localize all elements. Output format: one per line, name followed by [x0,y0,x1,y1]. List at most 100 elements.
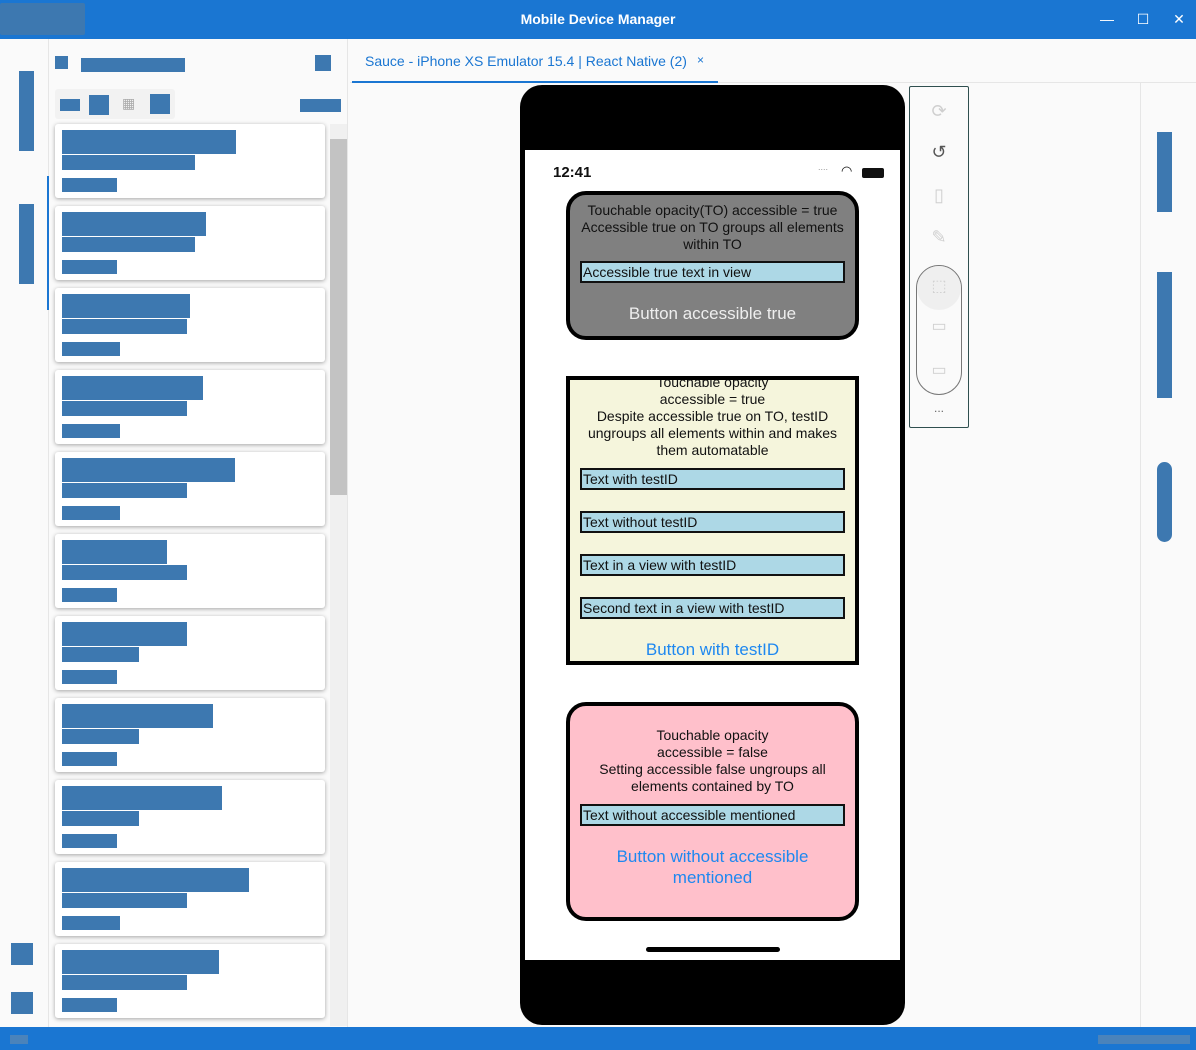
box3-line: accessible = false [657,744,768,760]
device-card[interactable] [55,206,325,280]
card-title [62,868,249,892]
grid-view-icon[interactable]: ▦ [122,95,136,111]
right-divider [1140,83,1141,1027]
edit-icon[interactable]: ✎ [931,227,947,247]
text-without-accessible[interactable]: Text without accessible mentioned [580,804,845,826]
device-card[interactable] [55,616,325,690]
select-element-icon[interactable]: ⬚ [931,278,947,295]
to-accessible-true[interactable]: Touchable opacity(TO) accessible = true … [566,191,859,340]
battery-icon [862,168,884,178]
button-without-accessible[interactable]: Button without accessible mentioned [616,847,809,887]
card-meta [62,670,117,684]
close-button[interactable]: ✕ [1173,11,1185,27]
device-card[interactable] [55,124,325,198]
add-screenshot-icon[interactable]: ▭ [931,362,947,379]
card-meta [62,506,120,520]
tab-bar: Sauce - iPhone XS Emulator 15.4 | React … [350,39,1196,83]
to-with-testid[interactable]: Touchable opacity accessible = true Desp… [566,376,859,665]
device-card[interactable] [55,780,325,854]
second-text-in-view[interactable]: Second text in a view with testID [580,597,845,619]
card-title [62,540,167,564]
redacted-logo [0,3,85,35]
card-meta [62,588,117,602]
left-rail [0,39,49,1027]
rail-active-indicator [47,176,49,310]
rail-item[interactable] [11,943,33,965]
device-card[interactable] [55,862,325,936]
box2-line: Despite accessible true on TO, testID un… [587,408,838,458]
text-in-view-with-testid[interactable]: Text in a view with testID [580,554,845,576]
status-bar [0,1027,1196,1050]
tab-device-session[interactable]: Sauce - iPhone XS Emulator 15.4 | React … [352,39,718,83]
card-subtitle [62,319,187,334]
device-card[interactable] [55,534,325,608]
more-icon[interactable]: ... [933,401,944,415]
to-accessible-false[interactable]: Touchable opacity accessible = false Set… [566,702,859,921]
device-card[interactable] [55,288,325,362]
maximize-button[interactable]: ☐ [1136,11,1150,27]
other-view-button[interactable] [150,94,170,114]
home-indicator [646,947,780,952]
device-card[interactable] [55,370,325,444]
right-panel-item[interactable] [1157,462,1172,542]
window-title: Mobile Device Manager [520,11,676,27]
card-subtitle [62,483,187,498]
sync-icon[interactable]: ⟳ [931,101,947,121]
button-accessible-true[interactable]: Button accessible true [628,304,797,323]
fit-screen-icon[interactable]: ▭ [931,318,947,335]
view-switcher: ▦ [55,89,175,119]
box3-line: Setting accessible false ungroups all el… [599,761,826,794]
box2-line: Touchable opacity [656,376,769,390]
tab-close-icon[interactable]: × [697,53,705,67]
card-title [62,950,219,974]
device-card[interactable] [55,698,325,772]
card-meta [62,752,117,766]
accessible-true-text: Accessible true text in view [580,261,845,283]
inspector-group: ⬚ ▭ ▭ [916,265,962,395]
device-screen[interactable]: 12:41 .... ◠ Touchable opacity(TO) acces… [525,150,900,960]
filter-button[interactable] [300,99,341,112]
rail-item[interactable] [19,71,34,151]
card-title [62,212,206,236]
minimize-button[interactable]: — [1100,11,1114,27]
text-without-testid[interactable]: Text without testID [580,511,845,533]
status-item [10,1035,28,1044]
box1-line: Accessible true on TO groups all element… [581,219,844,252]
device-orientation-icon[interactable]: ▯ [934,185,944,205]
scrollbar-thumb[interactable] [330,139,347,495]
tab-label: Sauce - iPhone XS Emulator 15.4 | React … [365,53,687,69]
card-subtitle [62,729,139,744]
card-view-button[interactable] [89,95,109,115]
button-with-testid[interactable]: Button with testID [645,640,780,659]
card-subtitle [62,401,187,416]
card-meta [62,260,117,274]
card-meta [62,998,117,1012]
card-subtitle [62,237,195,252]
panel-action[interactable] [315,55,331,71]
device-card[interactable] [55,944,325,1018]
rail-item[interactable] [11,992,33,1014]
box1-line: Touchable opacity(TO) accessible = true [587,202,838,218]
title-bar: Mobile Device Manager — ☐ ✕ [0,0,1196,39]
right-panel-item[interactable] [1157,132,1172,212]
card-meta [62,834,117,848]
card-meta [62,342,120,356]
rail-item[interactable] [19,204,34,284]
text-with-testid[interactable]: Text with testID [580,468,845,490]
list-view-button[interactable] [60,99,80,111]
card-title [62,622,187,646]
panel-icon[interactable] [55,56,68,69]
signal-icon: .... [818,162,829,172]
card-meta [62,424,120,438]
device-toolbar: ⟳ ↺ ▯ ✎ ⬚ ▭ ▭ ... [909,86,969,428]
card-subtitle [62,811,139,826]
card-subtitle [62,155,195,170]
device-card[interactable] [55,452,325,526]
card-title [62,294,190,318]
card-subtitle [62,647,139,662]
wifi-icon: ◠ [841,163,853,178]
right-panel-item[interactable] [1157,272,1172,398]
box3-line: Touchable opacity [656,727,769,743]
rotate-icon[interactable]: ↺ [931,142,947,162]
card-subtitle [62,975,187,990]
